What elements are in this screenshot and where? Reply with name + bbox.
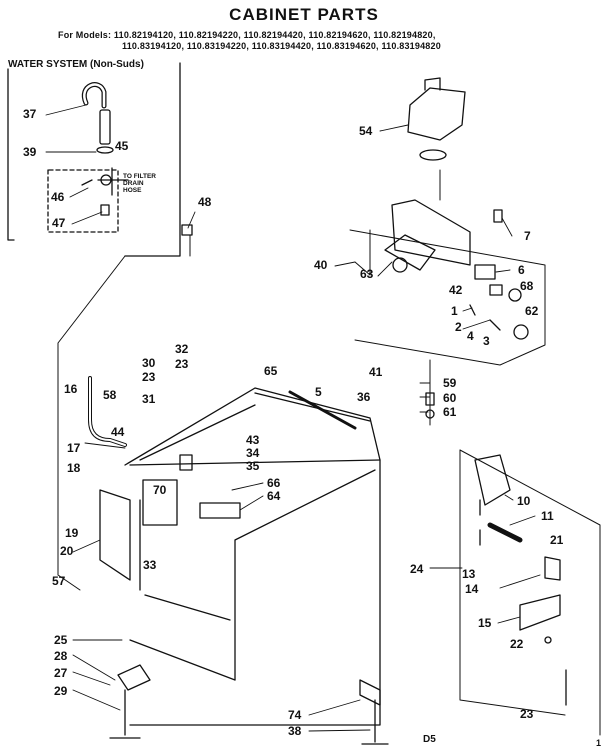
page-number: 1 (596, 738, 602, 748)
water-system-title: WATER SYSTEM (Non-Suds) (8, 59, 144, 70)
callout-64: 64 (267, 489, 281, 503)
callout-18: 18 (67, 461, 81, 475)
callout-11: 11 (541, 509, 554, 523)
callout-23b: 23 (142, 370, 156, 384)
callout-61: 61 (443, 405, 457, 419)
callout-29: 29 (54, 684, 68, 698)
callout-30: 30 (142, 356, 156, 370)
callout-63: 63 (360, 267, 374, 281)
model-list-line-1: For Models: 110.82194120, 110.82194220, … (58, 30, 436, 40)
callout-23: 23 (175, 357, 189, 371)
diagram-code: D5 (423, 734, 436, 745)
callout-1: 1 (451, 304, 458, 318)
callout-5: 5 (315, 385, 322, 399)
diagram-title: CABINET PARTS (229, 5, 379, 24)
callout-6: 6 (518, 263, 525, 277)
water-system-parts (47, 82, 193, 236)
callout-2: 2 (455, 320, 462, 334)
callout-14: 14 (465, 582, 479, 596)
callout-31: 31 (142, 392, 156, 406)
callout-68: 68 (520, 279, 534, 293)
model-list-line-2: 110.83194120, 110.83194220, 110.83194420… (122, 41, 441, 51)
callout-42: 42 (449, 283, 463, 297)
callout-24: 24 (410, 562, 424, 576)
callout-3: 3 (483, 334, 490, 348)
callout-34: 34 (246, 446, 260, 460)
callout-43: 43 (246, 433, 260, 447)
callout-19: 19 (65, 526, 79, 540)
callout-23c: 23 (520, 707, 534, 721)
callout-47: 47 (52, 216, 66, 230)
callout-17: 17 (67, 441, 81, 455)
callout-25: 25 (54, 633, 68, 647)
callout-58: 58 (103, 388, 117, 402)
callout-33: 33 (143, 558, 157, 572)
valve-and-bracket-parts (384, 77, 529, 340)
callout-4: 4 (467, 329, 474, 343)
callout-60: 60 (443, 391, 457, 405)
callout-7: 7 (524, 229, 531, 243)
callout-44: 44 (111, 425, 125, 439)
cabinet (88, 376, 435, 745)
callout-39: 39 (23, 145, 37, 159)
callout-36: 36 (357, 390, 371, 404)
callout-45: 45 (115, 139, 129, 153)
callout-57: 57 (52, 574, 66, 588)
callout-38: 38 (288, 724, 302, 738)
callout-22: 22 (510, 637, 524, 651)
callout-13: 13 (462, 567, 476, 581)
callout-48: 48 (198, 195, 212, 209)
lid-switch-parts (474, 454, 567, 706)
drain-note-line: TO FILTER (123, 173, 156, 180)
callout-62: 62 (525, 304, 539, 318)
callout-27: 27 (54, 666, 68, 680)
callout-37: 37 (23, 107, 37, 121)
callout-46: 46 (51, 190, 65, 204)
callout-59: 59 (443, 376, 457, 390)
callout-35: 35 (246, 459, 260, 473)
callout-65: 65 (264, 364, 278, 378)
callout-21: 21 (550, 533, 564, 547)
water-system-border (7, 62, 181, 257)
callout-54: 54 (359, 124, 373, 138)
callout-15: 15 (478, 616, 492, 630)
callout-32: 32 (175, 342, 189, 356)
drain-note-line: DRAIN (123, 180, 144, 187)
connector-lines (57, 169, 601, 736)
callout-40: 40 (314, 258, 328, 272)
callout-10: 10 (517, 494, 531, 508)
drain-hose-note: TO FILTER DRAIN HOSE (123, 173, 173, 194)
callout-41: 41 (369, 365, 383, 379)
leader-lines (45, 104, 541, 732)
callout-66: 66 (267, 476, 281, 490)
callout-74: 74 (288, 708, 302, 722)
drain-note-line: HOSE (123, 187, 142, 194)
callout-16: 16 (64, 382, 78, 396)
callout-70: 70 (153, 483, 167, 497)
callout-20: 20 (60, 544, 74, 558)
callout-28: 28 (54, 649, 68, 663)
